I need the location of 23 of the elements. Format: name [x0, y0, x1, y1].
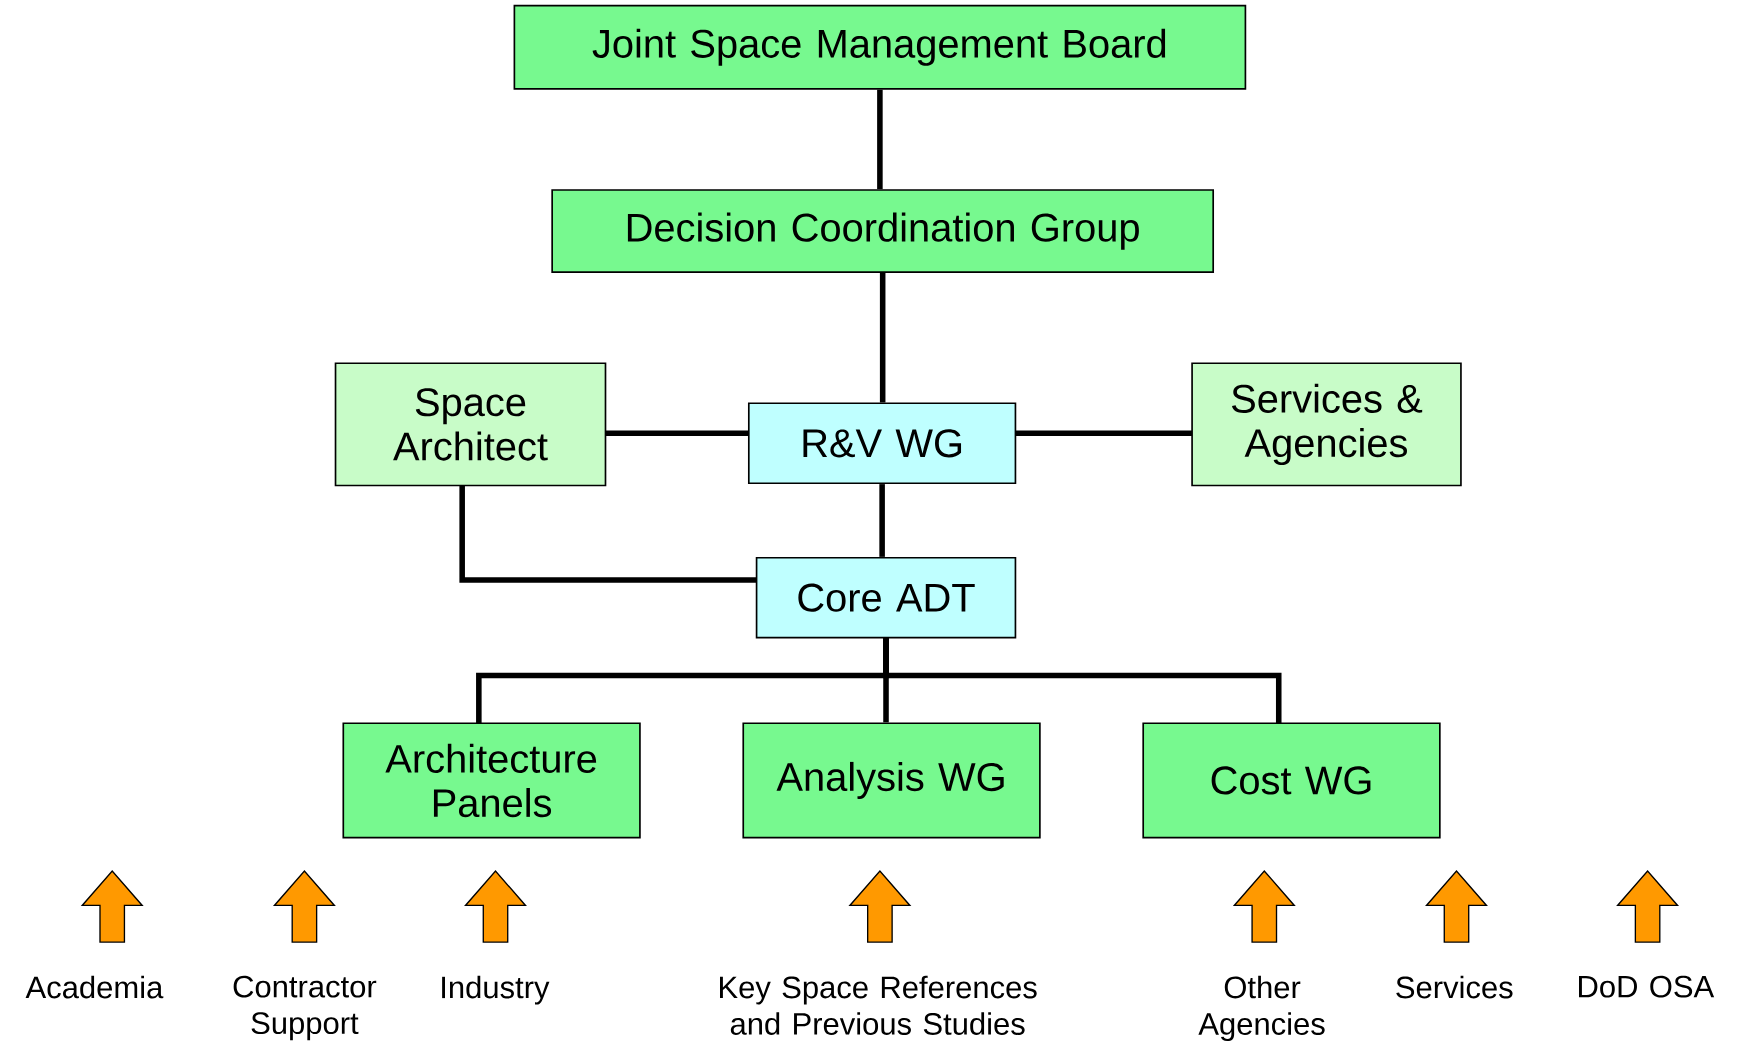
- org-box: Cost WG: [1142, 722, 1441, 839]
- org-box: Joint Space Management Board: [513, 4, 1247, 90]
- org-box: Analysis WG: [742, 722, 1041, 839]
- source-label: Other Agencies: [1198, 975, 1325, 1042]
- org-box: Core ADT: [755, 556, 1017, 639]
- source-label: Key Space References and Previous Studies: [720, 975, 1037, 1035]
- connector-line: [1015, 430, 1193, 437]
- org-box: Services & Agencies: [1191, 362, 1462, 487]
- source-label: DoD OSA: [1579, 975, 1715, 998]
- connector-line: [883, 637, 1282, 724]
- connector-line: [879, 273, 886, 403]
- connector-line: [879, 484, 885, 557]
- source-label: Services: [1396, 975, 1513, 999]
- org-box: R&V WG: [747, 402, 1017, 485]
- connector-line: [877, 89, 883, 190]
- org-box: Decision Coordination Group: [551, 189, 1215, 274]
- connector-line: [605, 430, 749, 437]
- connector-line: [459, 485, 757, 583]
- source-label: Industry: [442, 975, 550, 1005]
- org-box: Space Architect: [334, 362, 607, 487]
- org-box: Architecture Panels: [342, 722, 641, 839]
- source-label: Contractor Support: [233, 975, 377, 1041]
- source-label: Academia: [25, 975, 164, 999]
